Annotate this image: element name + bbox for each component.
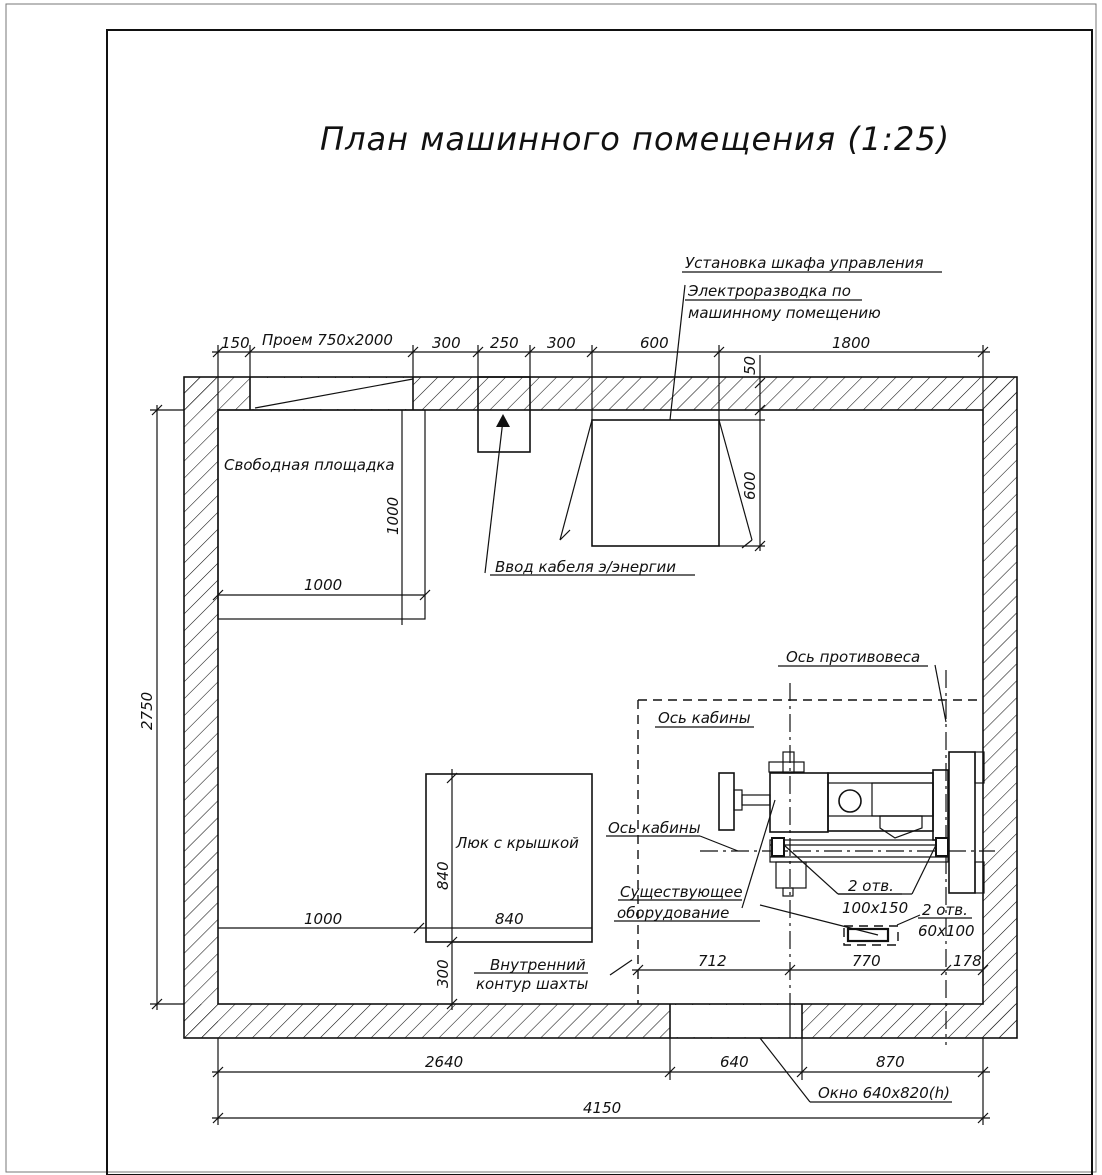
counterweight-axis-label: Ось противовеса bbox=[786, 648, 920, 666]
holes-b-label-line2: 60x100 bbox=[918, 922, 975, 940]
dim-300-a: 300 bbox=[432, 334, 461, 352]
leader-lines bbox=[474, 271, 972, 1103]
inner-contour-label-line2: контур шахты bbox=[476, 975, 588, 993]
holes-a-label-line2: 100x150 bbox=[842, 899, 908, 917]
dim-150: 150 bbox=[221, 334, 250, 352]
wiring-label-line1: Электроразводка по bbox=[687, 282, 851, 300]
free-area-label: Свободная площадка bbox=[224, 456, 395, 474]
holes-b-label-line1: 2 отв. bbox=[922, 901, 968, 919]
sheet-outer-border bbox=[5, 3, 1097, 1173]
dim-600-vertical: 600 bbox=[741, 471, 759, 500]
dim-1000-bottom-horizontal: 1000 bbox=[304, 910, 342, 928]
existing-equipment-label-line2: оборудование bbox=[617, 904, 729, 922]
dim-1000-top-horizontal: 1000 bbox=[304, 576, 342, 594]
cable-entry-label: Ввод кабеля э/энергии bbox=[495, 558, 676, 576]
opening-label: Проем 750x2000 bbox=[262, 331, 393, 349]
car-axis-label-top: Ось кабины bbox=[658, 709, 751, 727]
inner-contour-label-line1: Внутренний bbox=[490, 956, 586, 974]
dim-250: 250 bbox=[490, 334, 519, 352]
dim-178: 178 bbox=[953, 952, 982, 970]
plan-title: План машинного помещения (1:25) bbox=[320, 120, 950, 158]
dim-1000-vertical: 1000 bbox=[384, 497, 402, 535]
dim-2640: 2640 bbox=[425, 1053, 463, 1071]
car-axis-label-left: Ось кабины bbox=[608, 819, 701, 837]
annotations: Установка шкафа управления Электроразвод… bbox=[224, 254, 975, 1102]
control-cabinet bbox=[559, 284, 766, 552]
dim-4150: 4150 bbox=[583, 1099, 621, 1117]
cable-niche bbox=[477, 376, 531, 574]
dim-2750: 2750 bbox=[138, 692, 156, 730]
dim-870: 870 bbox=[876, 1053, 905, 1071]
dim-600-top: 600 bbox=[640, 334, 669, 352]
hatch-with-lid bbox=[218, 769, 593, 948]
dim-840-vertical: 840 bbox=[434, 861, 452, 890]
holes-a-label-line1: 2 отв. bbox=[848, 877, 894, 895]
dim-640: 640 bbox=[720, 1053, 749, 1071]
window-label: Окно 640x820(h) bbox=[818, 1084, 950, 1102]
dim-300-vertical: 300 bbox=[434, 959, 452, 988]
dim-1800: 1800 bbox=[832, 334, 870, 352]
dim-770: 770 bbox=[852, 952, 881, 970]
dimension-lines bbox=[150, 345, 990, 1125]
dim-300-b: 300 bbox=[547, 334, 576, 352]
dim-712: 712 bbox=[698, 952, 727, 970]
control-cabinet-label: Установка шкафа управления bbox=[685, 254, 924, 272]
existing-equipment-label-line1: Существующее bbox=[620, 883, 743, 901]
drawing-frame bbox=[106, 29, 1093, 1175]
dim-840-horizontal: 840 bbox=[495, 910, 524, 928]
dimension-values: 150 300 250 300 600 1800 50 600 1000 100… bbox=[138, 334, 982, 1117]
walls bbox=[183, 376, 1018, 1039]
dim-50: 50 bbox=[741, 356, 759, 375]
hatch-label: Люк с крышкой bbox=[455, 834, 579, 852]
wiring-label-line2: машинному помещению bbox=[688, 304, 881, 322]
free-area bbox=[212, 409, 431, 625]
